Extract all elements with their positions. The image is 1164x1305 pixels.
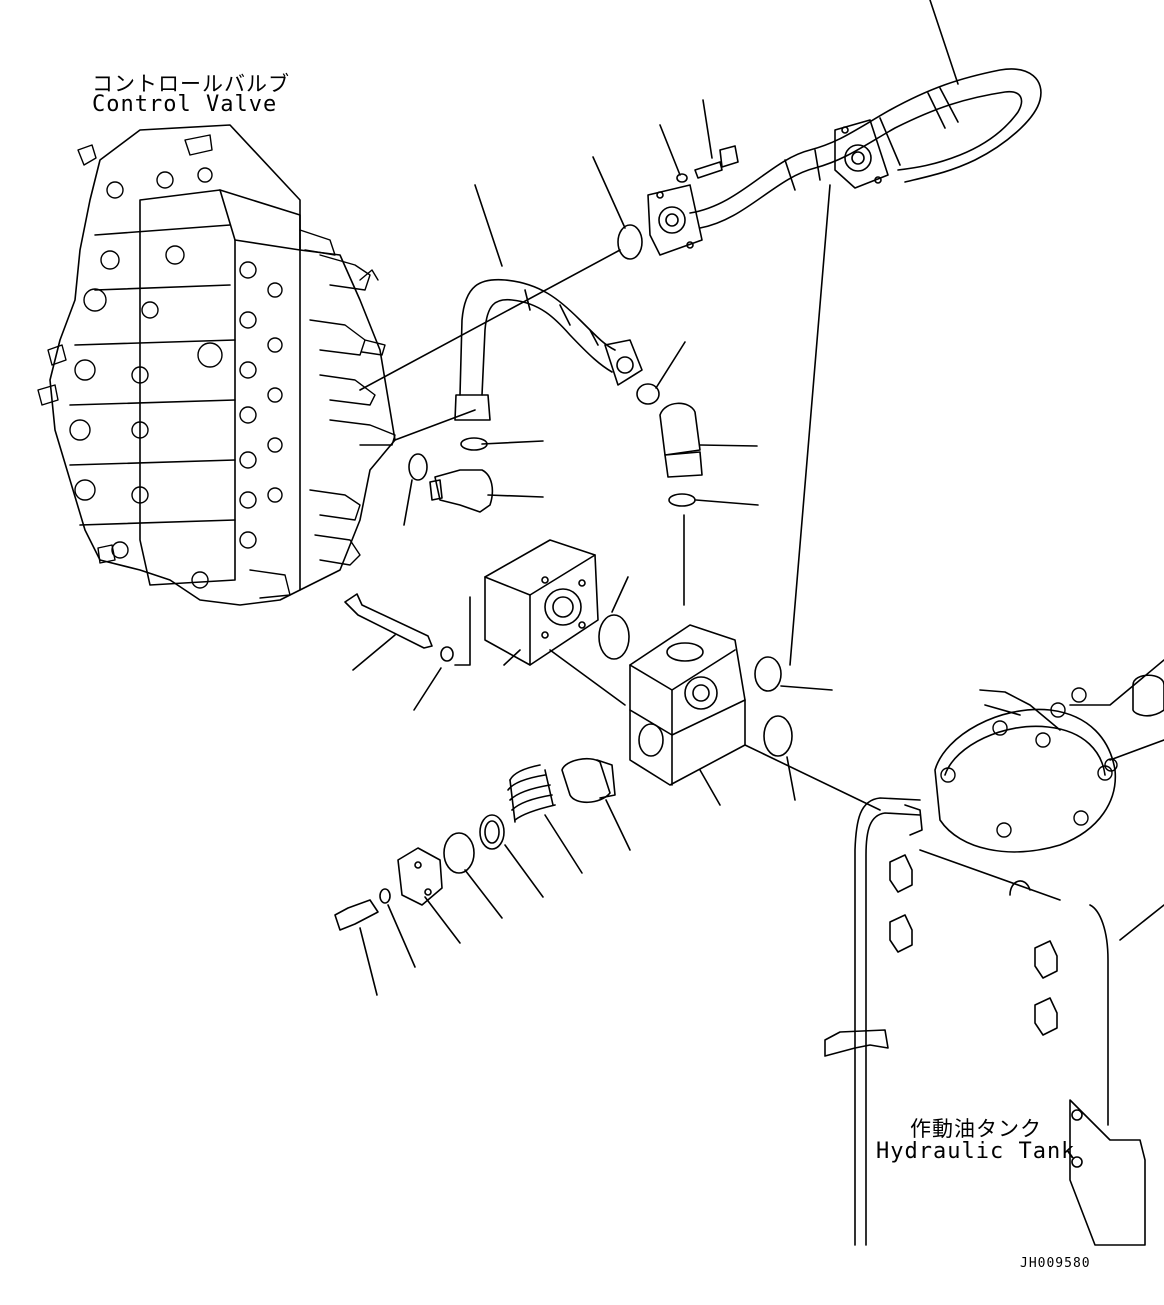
hydraulic-tank-label-jp: 作動油タンク — [910, 1117, 1042, 1141]
control-valve-label-en: Control Valve — [92, 92, 278, 117]
valve-block-assembly — [335, 185, 880, 995]
control-valve-label-jp: コントロールバルブ — [92, 72, 290, 96]
upper-pipe-assembly — [593, 0, 1041, 259]
document-id: JH009580 — [1020, 1256, 1091, 1271]
hydraulic-tank-label-en: Hydraulic Tank — [876, 1139, 1076, 1164]
hydraulic-tank — [825, 660, 1164, 1245]
control-valve-assembly — [38, 125, 395, 605]
hose-assembly — [360, 185, 758, 525]
